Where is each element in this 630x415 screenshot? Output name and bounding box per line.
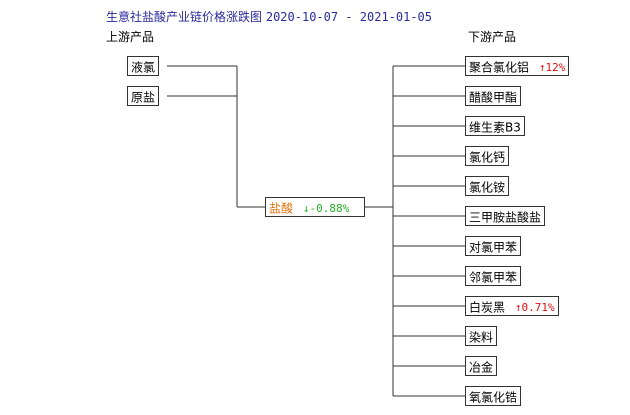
node-label: 冶金 bbox=[469, 360, 494, 375]
downstream-node-ammonium-chloride[interactable]: 氯化铵 bbox=[465, 176, 510, 196]
node-change: ↑12% bbox=[538, 61, 566, 74]
node-label: 醋酸甲酯 bbox=[469, 90, 518, 105]
downstream-node-white-carbon-black[interactable]: 白炭黑 ↑0.71% bbox=[465, 296, 559, 316]
node-label: 三甲胺盐酸盐 bbox=[469, 210, 542, 225]
downstream-node-metallurgy[interactable]: 冶金 bbox=[465, 356, 498, 376]
date-range: 2020-10-07 - 2021-01-05 bbox=[265, 10, 433, 24]
node-label: 白炭黑 bbox=[469, 300, 506, 315]
downstream-node-p-chlorotoluene[interactable]: 对氯甲苯 bbox=[465, 236, 522, 256]
node-label: 氯化铵 bbox=[469, 180, 506, 195]
node-label: 氧氯化锆 bbox=[469, 390, 518, 405]
upstream-header: 上游产品 bbox=[106, 30, 155, 44]
downstream-node-methyl-acetate[interactable]: 醋酸甲酯 bbox=[465, 86, 522, 106]
downstream-node-pac[interactable]: 聚合氯化铝 ↑12% bbox=[465, 56, 570, 76]
node-label: 维生素B3 bbox=[469, 120, 521, 135]
upstream-node-liquid-chlorine[interactable]: 液氯 bbox=[127, 56, 160, 76]
center-change: ↓-0.88% bbox=[302, 202, 350, 215]
node-label: 聚合氯化铝 bbox=[469, 60, 530, 75]
node-label: 氯化钙 bbox=[469, 150, 506, 165]
node-label: 液氯 bbox=[131, 60, 156, 75]
downstream-node-zirconium-oxychloride[interactable]: 氧氯化锆 bbox=[465, 386, 522, 406]
center-node-hydrochloric-acid[interactable]: 盐酸 ↓-0.88% bbox=[265, 197, 365, 217]
downstream-node-trimethylamine-hcl[interactable]: 三甲胺盐酸盐 bbox=[465, 206, 546, 226]
title-text: 生意社盐酸产业链价格涨跌图 bbox=[106, 10, 263, 24]
node-label: 对氯甲苯 bbox=[469, 240, 518, 255]
diagram-title: 生意社盐酸产业链价格涨跌图 2020-10-07 - 2021-01-05 bbox=[106, 8, 432, 25]
node-label: 原盐 bbox=[131, 90, 156, 105]
node-label: 染料 bbox=[469, 330, 494, 345]
downstream-header: 下游产品 bbox=[468, 30, 517, 44]
downstream-node-vitamin-b3[interactable]: 维生素B3 bbox=[465, 116, 525, 136]
downstream-node-dyes[interactable]: 染料 bbox=[465, 326, 498, 346]
upstream-node-raw-salt[interactable]: 原盐 bbox=[127, 86, 160, 106]
center-label: 盐酸 bbox=[269, 201, 294, 216]
node-label: 邻氯甲苯 bbox=[469, 270, 518, 285]
node-change: ↑0.71% bbox=[514, 301, 555, 314]
downstream-node-calcium-chloride[interactable]: 氯化钙 bbox=[465, 146, 510, 166]
downstream-node-o-chlorotoluene[interactable]: 邻氯甲苯 bbox=[465, 266, 522, 286]
